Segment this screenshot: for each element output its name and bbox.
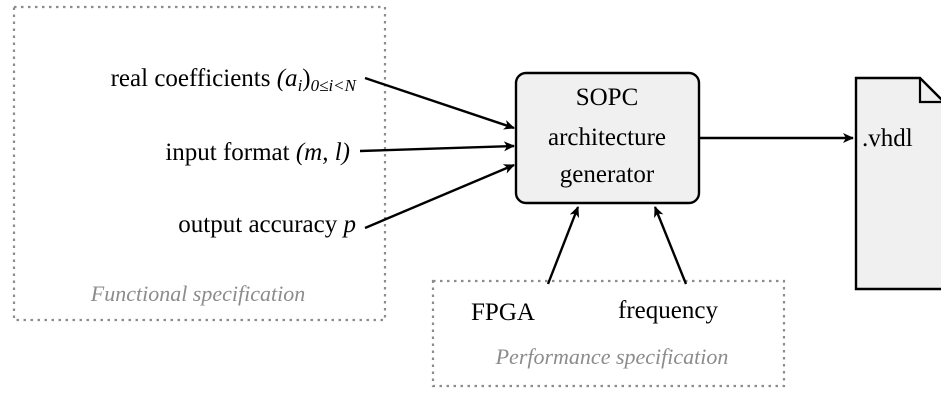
frequency-label: frequency	[618, 297, 718, 324]
vhdl-file-icon	[854, 76, 941, 291]
output-accuracy-label: output accuracy p	[178, 211, 356, 238]
functional-spec-frame	[12, 5, 387, 322]
generator-line-1: SOPC	[576, 84, 639, 111]
fpga-label: FPGA	[471, 299, 535, 326]
input-format-label: input format (m, l)	[165, 139, 350, 166]
performance-spec-caption: Performance specification	[495, 344, 729, 369]
vhdl-file-label: .vhdl	[862, 125, 913, 152]
performance-spec-frame	[431, 279, 786, 388]
vhdl-file-fold	[918, 78, 941, 104]
frequency-arrow	[653, 206, 688, 285]
generator-line-3: generator	[560, 161, 655, 188]
sopc-generator-box	[514, 71, 701, 205]
fpga-arrow	[546, 206, 580, 285]
functional-spec-caption: Functional specification	[90, 281, 305, 306]
generator-line-2: architecture	[548, 124, 666, 151]
coefficients-arrow	[364, 76, 515, 130]
input-format-arrow	[359, 141, 515, 153]
coefficients-label: real coefficients (ai)0≤i<N	[111, 65, 358, 95]
output-accuracy-arrow	[364, 163, 515, 230]
